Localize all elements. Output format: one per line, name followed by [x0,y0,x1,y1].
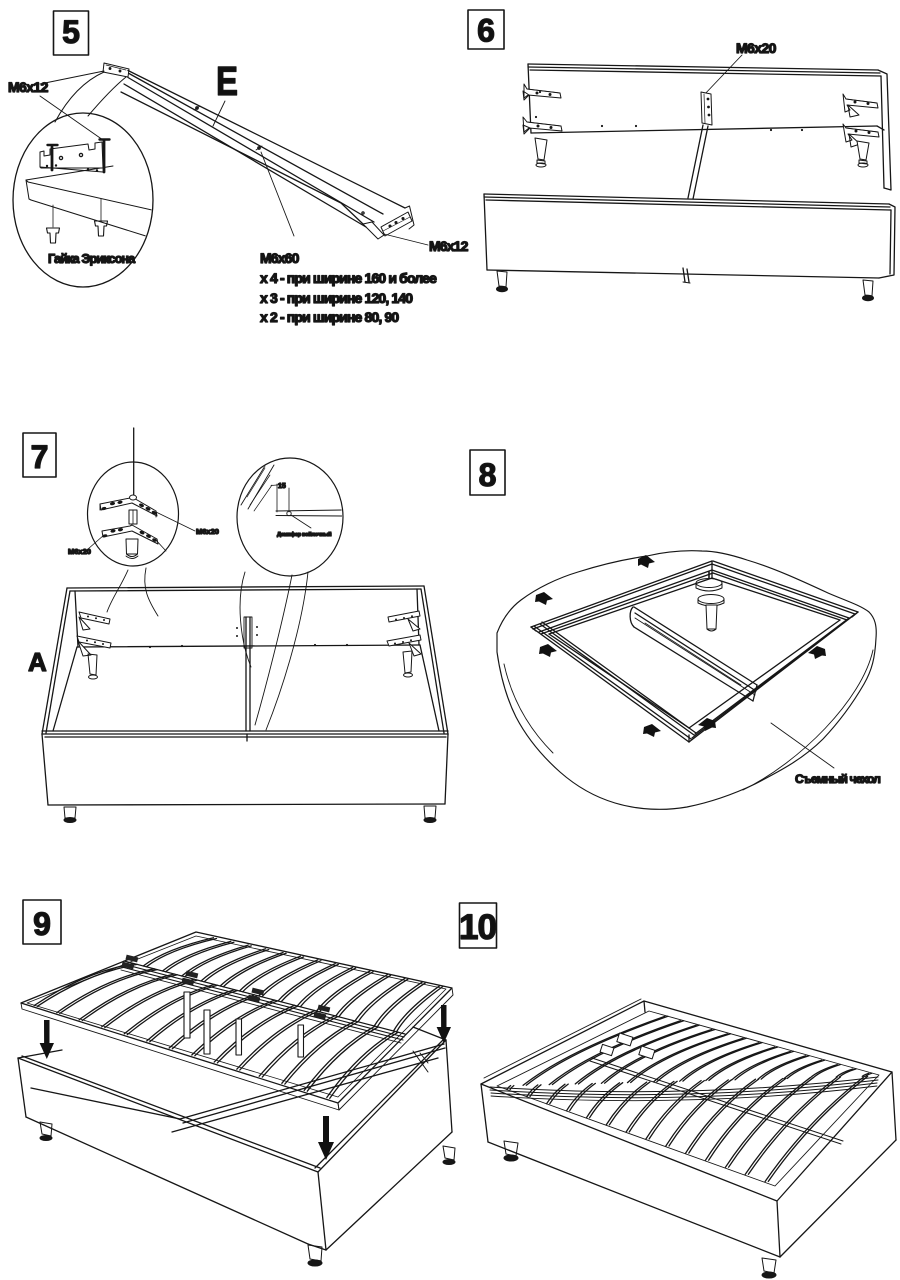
svg-text:M6x60: M6x60 [260,250,300,266]
svg-text:8: 8 [479,457,497,493]
svg-text:M6x12: M6x12 [429,238,469,254]
svg-text:Съемный чехол: Съемный чехол [795,772,880,786]
svg-text:9: 9 [33,906,51,942]
svg-text:Гайка Эриксона: Гайка Эриксона [48,252,136,266]
svg-text:A: A [28,647,47,677]
svg-text:7: 7 [31,439,49,475]
svg-text:x 2 - при ширине 80, 90: x 2 - при ширине 80, 90 [260,309,399,325]
svg-text:M6x20: M6x20 [68,547,91,556]
svg-text:x 4 - при ширине 160 и более: x 4 - при ширине 160 и более [260,270,437,286]
svg-text:E: E [216,58,238,104]
svg-text:10: 10 [459,908,496,947]
svg-text:x 3 - при ширине 120, 140: x 3 - при ширине 120, 140 [260,290,413,306]
svg-text:5: 5 [62,14,80,50]
svg-text:15: 15 [278,483,286,490]
svg-text:M6x12: M6x12 [8,79,49,95]
svg-text:M6x20: M6x20 [196,527,219,536]
svg-text:6: 6 [477,13,495,49]
svg-text:M6x20: M6x20 [736,40,777,56]
svg-text:Демпфер войлочный: Демпфер войлочный [277,531,332,538]
